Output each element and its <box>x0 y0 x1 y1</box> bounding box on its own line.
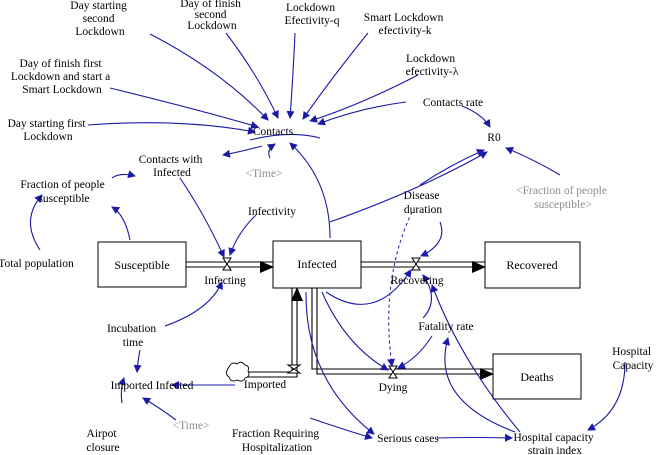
source-cloud-icon <box>226 361 250 382</box>
flow-infecting-pipe <box>186 261 274 273</box>
flow-dying-label: Dying <box>379 382 408 394</box>
var-smart-lockdown-k: Smart Lockdown efectivity-k <box>364 12 446 37</box>
valve-imported-icon <box>286 364 302 374</box>
var-serious-cases: Serious cases <box>377 433 439 445</box>
stock-infected[interactable]: Infected <box>272 240 362 289</box>
flow-imported-label: Imported <box>244 379 286 391</box>
var-fraction-hospitalization: Fraction Requiring Hospitalization <box>232 428 322 454</box>
var-imported-infected: Imported Infected <box>111 380 194 392</box>
var-lockdown-eff-lambda: Lockdown efectivity-λ <box>406 53 459 78</box>
valve-recovering-icon <box>411 257 421 271</box>
flow-recovering-label: Recovering <box>390 275 443 287</box>
var-fraction-susceptible: Fraction of people susceptible <box>20 179 107 205</box>
flow-imported-pipe <box>242 287 303 378</box>
var-day-start-second: Day starting second Lockdown <box>70 0 129 38</box>
shadow-time-1: <Time> <box>246 168 283 180</box>
shadow-time-2: <Time> <box>173 420 210 432</box>
valve-infecting-icon <box>222 257 232 271</box>
var-lockdown-eff-q: Lockdown Efectivity-q <box>285 2 340 27</box>
valve-dying-icon <box>388 365 398 379</box>
stock-deaths-label: Deaths <box>520 370 554 384</box>
var-contacts-with-infected: Contacts with Infected <box>139 154 205 179</box>
var-contacts-rate: Contacts rate <box>423 97 483 109</box>
var-airport-closure: Airpot closure <box>86 428 119 454</box>
stock-recovered[interactable]: Recovered <box>484 241 581 289</box>
flow-recovering-pipe <box>361 261 486 273</box>
var-hospital-capacity: Hospital Capacity <box>612 346 654 372</box>
stock-susceptible[interactable]: Susceptible <box>97 241 187 288</box>
shadow-fraction-susceptible: <Fraction of people susceptible> <box>516 185 610 211</box>
var-contacts: Contacts <box>253 126 294 138</box>
stock-susceptible-label: Susceptible <box>114 258 169 272</box>
var-disease-duration: Disease duration <box>404 190 443 216</box>
stock-deaths[interactable]: Deaths <box>492 353 582 400</box>
var-day-finish-second: Day of finish second Lockdown <box>180 0 244 32</box>
stock-infected-label: Infected <box>297 257 336 271</box>
var-infectivity: Infectivity <box>248 206 296 218</box>
var-hospital-strain-index: Hospital capacity strain index <box>513 432 596 455</box>
causal-links <box>29 32 626 442</box>
stock-recovered-label: Recovered <box>506 258 557 272</box>
flow-dying-pipe <box>311 288 494 380</box>
var-incubation-time: Incubation time <box>107 323 159 349</box>
flow-infecting-label: Infecting <box>204 275 246 287</box>
var-day-finish-first: Day of finish first Lockdown and start a… <box>11 58 113 96</box>
var-r0: R0 <box>487 132 501 144</box>
var-total-population: Total population <box>0 258 74 270</box>
var-day-start-first: Day starting first Lockdown <box>8 118 89 143</box>
var-fatality-rate: Fatality rate <box>418 321 473 333</box>
